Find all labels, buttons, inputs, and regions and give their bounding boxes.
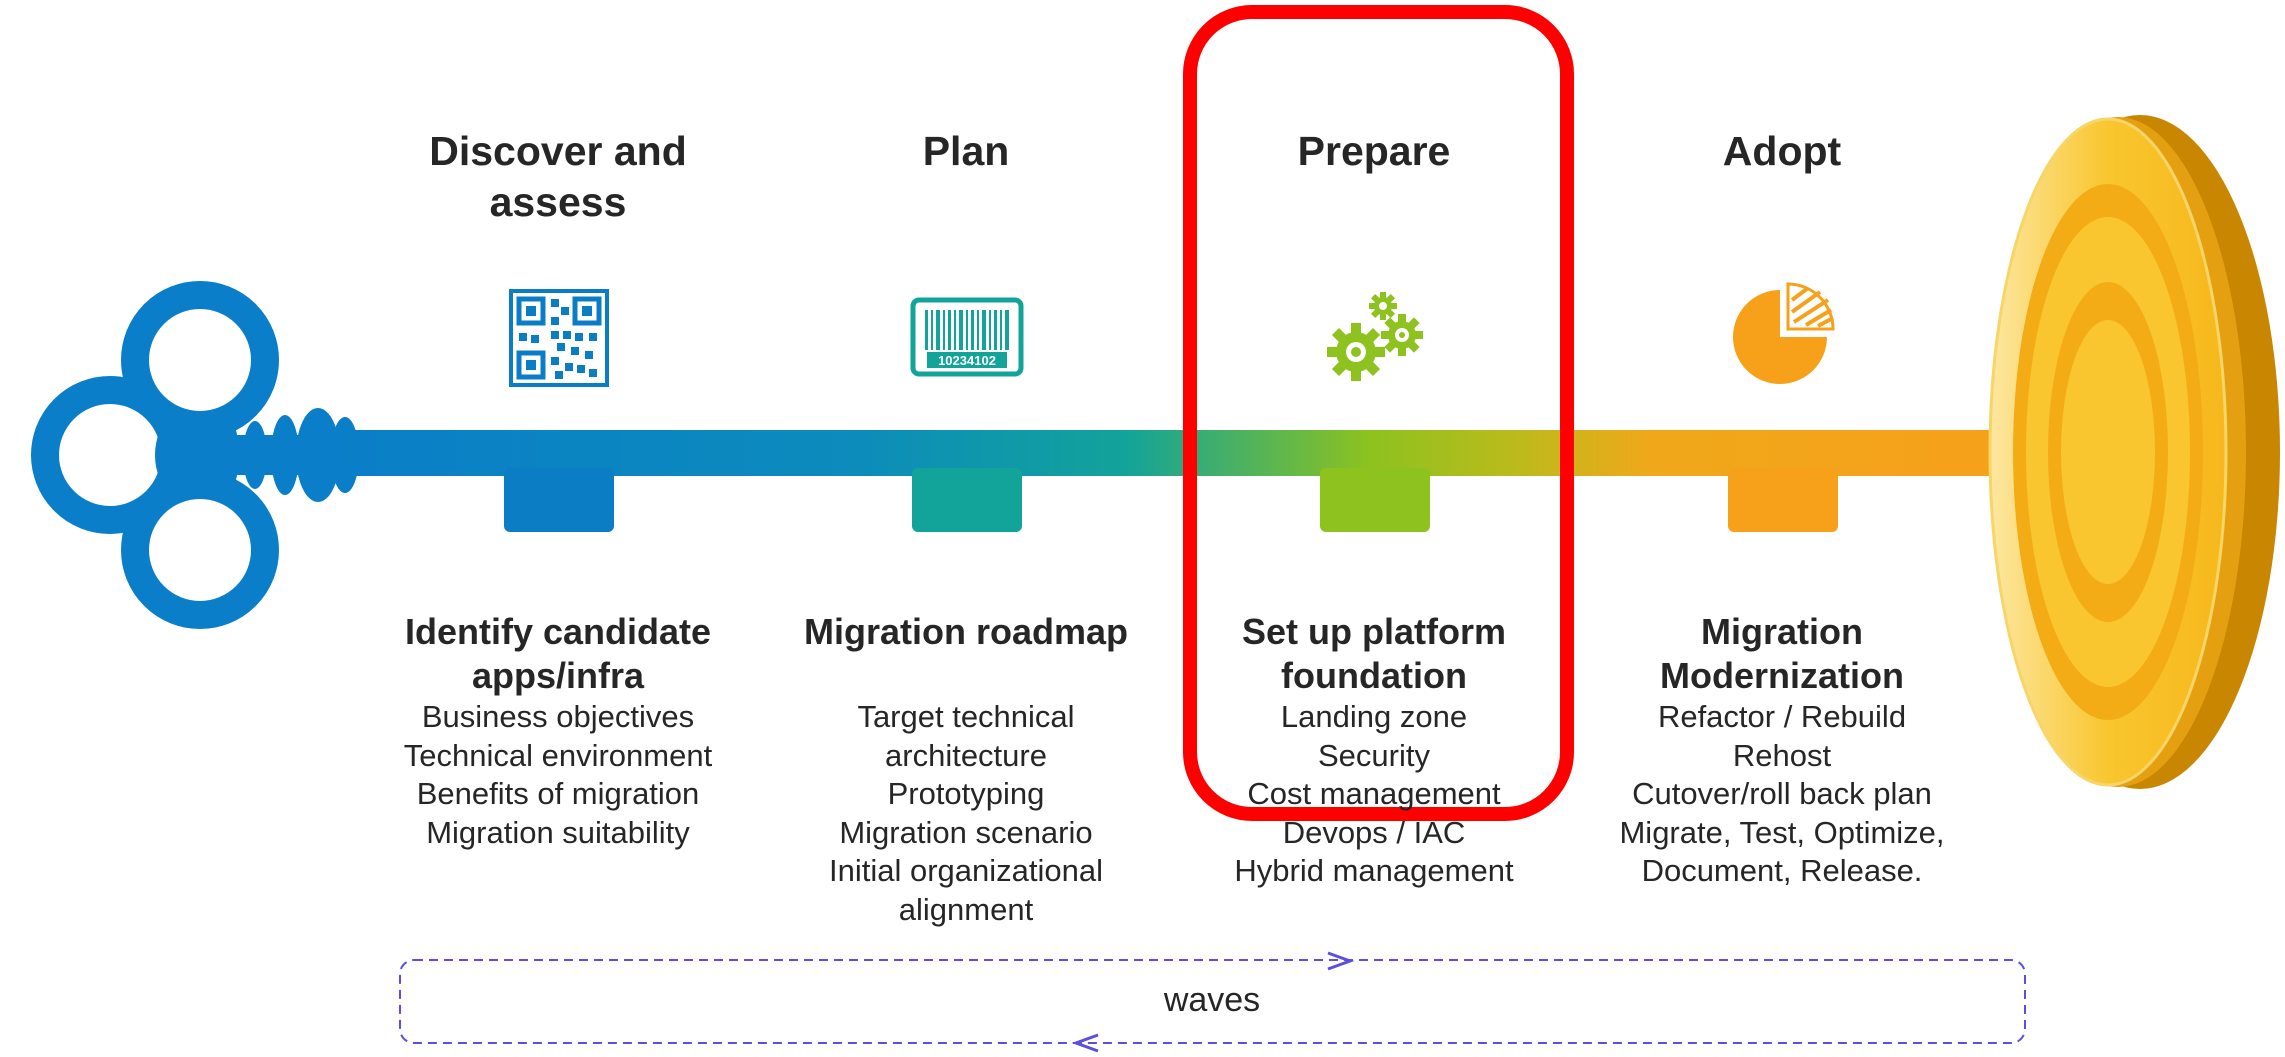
phase-heading: Identify candidate apps/infra (404, 611, 712, 696)
phase-detail-prepare: Set up platform foundation Landing zone … (1174, 610, 1574, 891)
barcode-number: 10234102 (938, 353, 996, 368)
notch-plan (912, 468, 1022, 532)
list-item: Business objectives (421, 699, 695, 734)
list-item: Target technical (857, 699, 1075, 734)
waves-arrow-right (1327, 951, 1355, 971)
list-item: alignment (898, 891, 1034, 927)
pie-chart-icon (1733, 282, 1835, 384)
list-item: Benefits of migration (416, 776, 700, 811)
list-item: Security (1318, 737, 1430, 773)
list-item: Prototyping (887, 776, 1045, 811)
phase-title-adopt: Adopt (1722, 128, 1842, 174)
qr-code-icon (509, 289, 609, 387)
list-item: Refactor / Rebuild (1657, 699, 1907, 734)
phase-detail-adopt: Migration Modernization Refactor / Rebui… (1582, 610, 1982, 891)
notch-prepare (1320, 468, 1430, 532)
list-item: Cost management (1247, 776, 1501, 811)
list-item: Hybrid management (1234, 853, 1514, 888)
notch-discover (504, 468, 614, 532)
phase-detail-discover: Identify candidate apps/infra Business o… (358, 610, 758, 852)
phase-title-plan: Plan (922, 128, 1010, 174)
list-item: architecture (885, 737, 1047, 773)
list-item: Devops / IAC (1282, 814, 1466, 850)
list-item: Cutover/roll back plan (1632, 776, 1932, 811)
list-item: Migration scenario (839, 814, 1093, 850)
key-bow-bottom (121, 471, 279, 629)
prepare-highlight-box (1183, 5, 1574, 821)
list-item: Migration suitability (426, 814, 690, 850)
list-item: Landing zone (1280, 699, 1468, 734)
phase-heading: Set up platform foundation (1241, 611, 1506, 696)
list-item: Initial organizational (828, 853, 1103, 888)
waves-arrow-left (1071, 1033, 1099, 1053)
list-item: Document, Release. (1641, 853, 1923, 888)
phase-title-prepare: Prepare (1297, 128, 1451, 174)
waves-label: waves (1163, 981, 1261, 1019)
phase-title-discover: Discover and assess (429, 128, 687, 225)
phase-heading: Migration roadmap (803, 611, 1129, 652)
waves-loop (399, 959, 2026, 1044)
barcode-icon: 10234102 (910, 297, 1024, 377)
key-collar (155, 408, 359, 502)
gears-icon (1327, 292, 1423, 381)
list-item: Migrate, Test, Optimize, (1619, 814, 1945, 850)
phase-detail-plan: Migration roadmap Target technical archi… (766, 610, 1166, 929)
target (1988, 115, 2280, 789)
phase-heading: Migration Modernization (1660, 611, 1904, 696)
list-item: Rehost (1732, 737, 1832, 773)
notch-adopt (1728, 468, 1838, 532)
list-item: Technical environment (403, 737, 713, 773)
